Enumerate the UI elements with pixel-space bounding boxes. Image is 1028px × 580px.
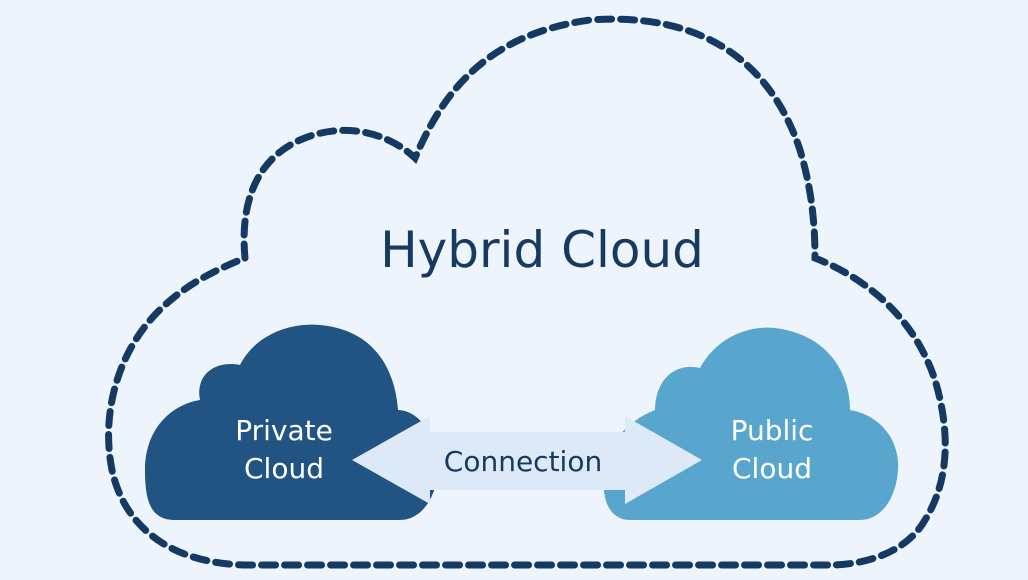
- private-cloud-label-line2: Cloud: [244, 452, 324, 485]
- private-cloud-shape: [145, 324, 439, 520]
- hybrid-cloud-outline: [105, 15, 949, 569]
- diagram-title: Hybrid Cloud: [380, 221, 704, 279]
- public-cloud-label-line1: Public: [731, 414, 814, 447]
- private-cloud-label-line1: Private: [235, 414, 333, 447]
- public-cloud-label-line2: Cloud: [732, 452, 812, 485]
- connection-arrow: [352, 416, 702, 504]
- connection-label: Connection: [444, 445, 602, 478]
